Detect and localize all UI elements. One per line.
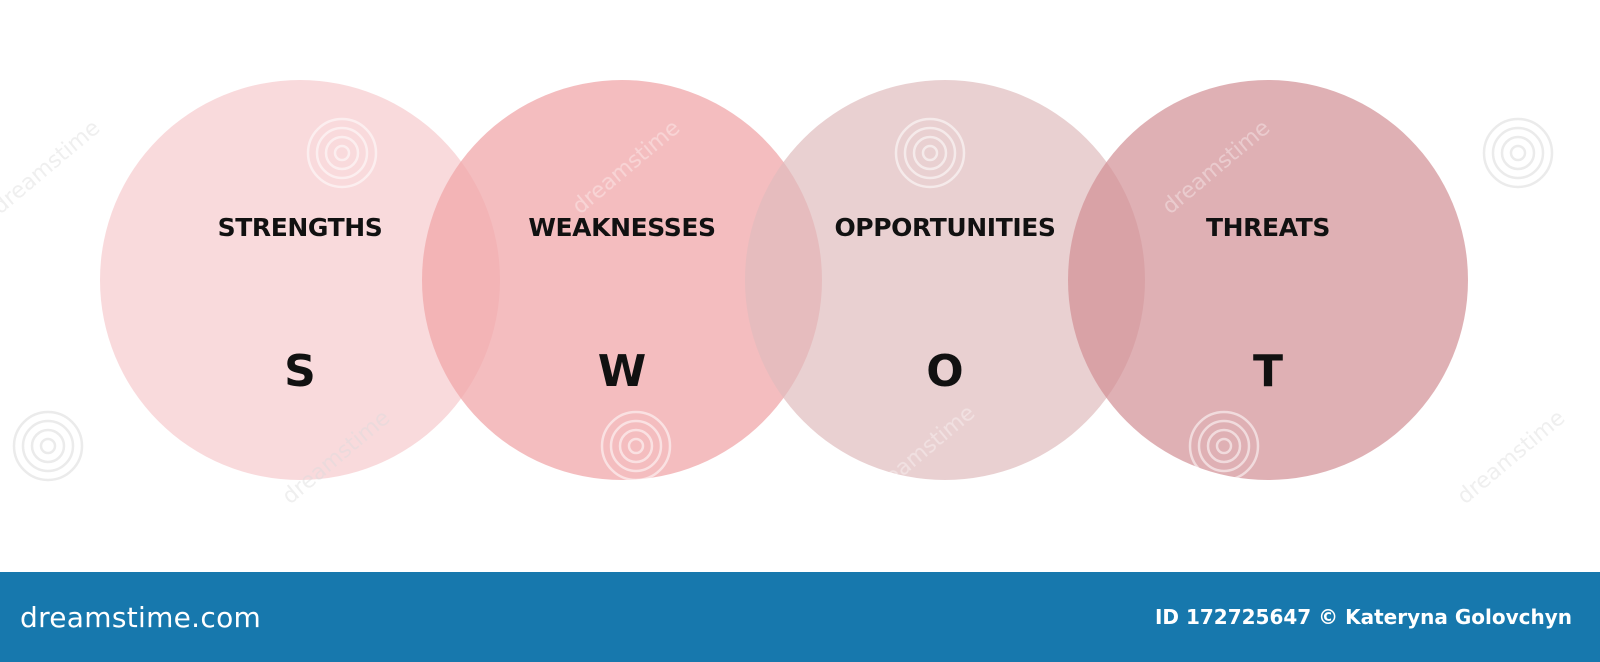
watermark-text: dreamstime [1453, 406, 1570, 510]
circle-opportunities-shape [745, 80, 1145, 480]
letter-o: O [926, 346, 963, 397]
circle-letters: S W O T [284, 346, 1283, 397]
circle-strengths-shape [100, 80, 500, 480]
spiral-icon [894, 117, 966, 189]
spiral-icon [306, 117, 378, 189]
letter-s: S [284, 346, 316, 397]
footer-logo-text: dreamstime.com [20, 600, 262, 634]
circle-threats-shape [1068, 80, 1468, 480]
spiral-icon [600, 410, 672, 482]
watermark-text: dreamstime [0, 116, 105, 220]
label-threats: THREATS [1206, 213, 1330, 242]
letter-t: T [1253, 346, 1283, 397]
circle-weaknesses-shape [422, 80, 822, 480]
circle-strengths [100, 80, 500, 480]
footer-logo[interactable]: dreamstime.com [20, 601, 261, 634]
letter-w: W [598, 346, 647, 397]
watermark-spirals [306, 117, 1260, 482]
label-weaknesses: WEAKNESSES [528, 213, 715, 242]
label-strengths: STRENGTHS [218, 213, 383, 242]
circle-weaknesses [422, 80, 822, 480]
footer-bar: dreamstime.com ID 172725647 © Kateryna G… [0, 572, 1600, 662]
label-opportunities: OPPORTUNITIES [834, 213, 1055, 242]
circle-threats [1068, 80, 1468, 480]
spiral-icon [1482, 117, 1554, 189]
swot-diagram: dreamstime dreamstime dreamstime dreamst… [0, 80, 1570, 510]
circle-labels: STRENGTHS WEAKNESSES OPPORTUNITIES THREA… [218, 213, 1331, 242]
circle-opportunities [745, 80, 1145, 480]
watermark-spirals-outside [12, 117, 1554, 482]
spiral-icon [12, 410, 84, 482]
footer-credit: ID 172725647 © Kateryna Golovchyn [1154, 605, 1572, 629]
spiral-icon [1188, 410, 1260, 482]
